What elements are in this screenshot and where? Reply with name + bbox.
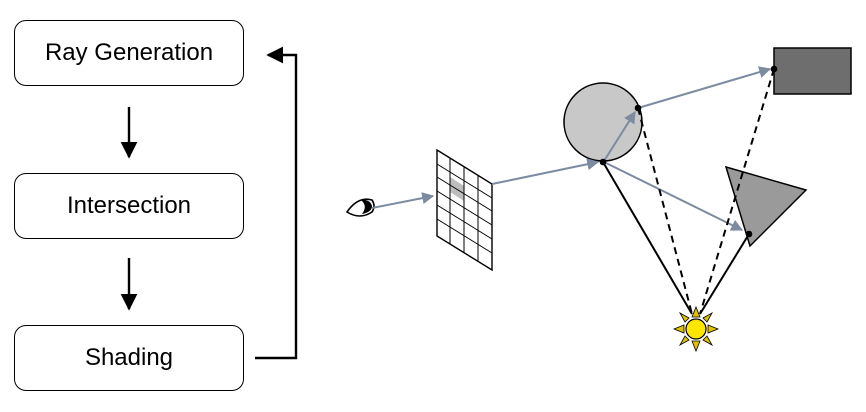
shading-label: Shading: [84, 344, 174, 371]
shadow-rays: [602, 68, 775, 315]
intersection-points: [599, 65, 778, 238]
eye-ray: [371, 192, 435, 209]
ray-generation-box: Ray Generation: [14, 20, 244, 86]
loop-back-arrow: [255, 46, 298, 360]
reflected-ray-up: [603, 110, 636, 162]
shadow-ray-dashed-1: [637, 107, 693, 315]
eye-icon: [345, 198, 375, 217]
box-object: [773, 47, 852, 95]
shadow-ray-dashed-2: [699, 68, 775, 315]
light-source-icon: [672, 305, 720, 353]
image-plane-grid: [436, 148, 493, 272]
ray-generation-label: Ray Generation: [44, 39, 214, 66]
intersection-label: Intersection: [66, 192, 192, 219]
triangle-object: [724, 165, 808, 248]
shadow-ray-solid-1: [602, 161, 693, 315]
intersection-box: Intersection: [14, 173, 244, 239]
shadow-ray-solid-2: [699, 233, 750, 315]
sphere: [563, 82, 643, 162]
reflected-ray-to-box: [637, 66, 772, 109]
rays: [371, 66, 772, 231]
pipeline-arrows: [120, 46, 298, 360]
refracted-ray-to-triangle: [603, 161, 744, 231]
shading-box: Shading: [14, 325, 244, 391]
primary-ray: [491, 158, 600, 185]
